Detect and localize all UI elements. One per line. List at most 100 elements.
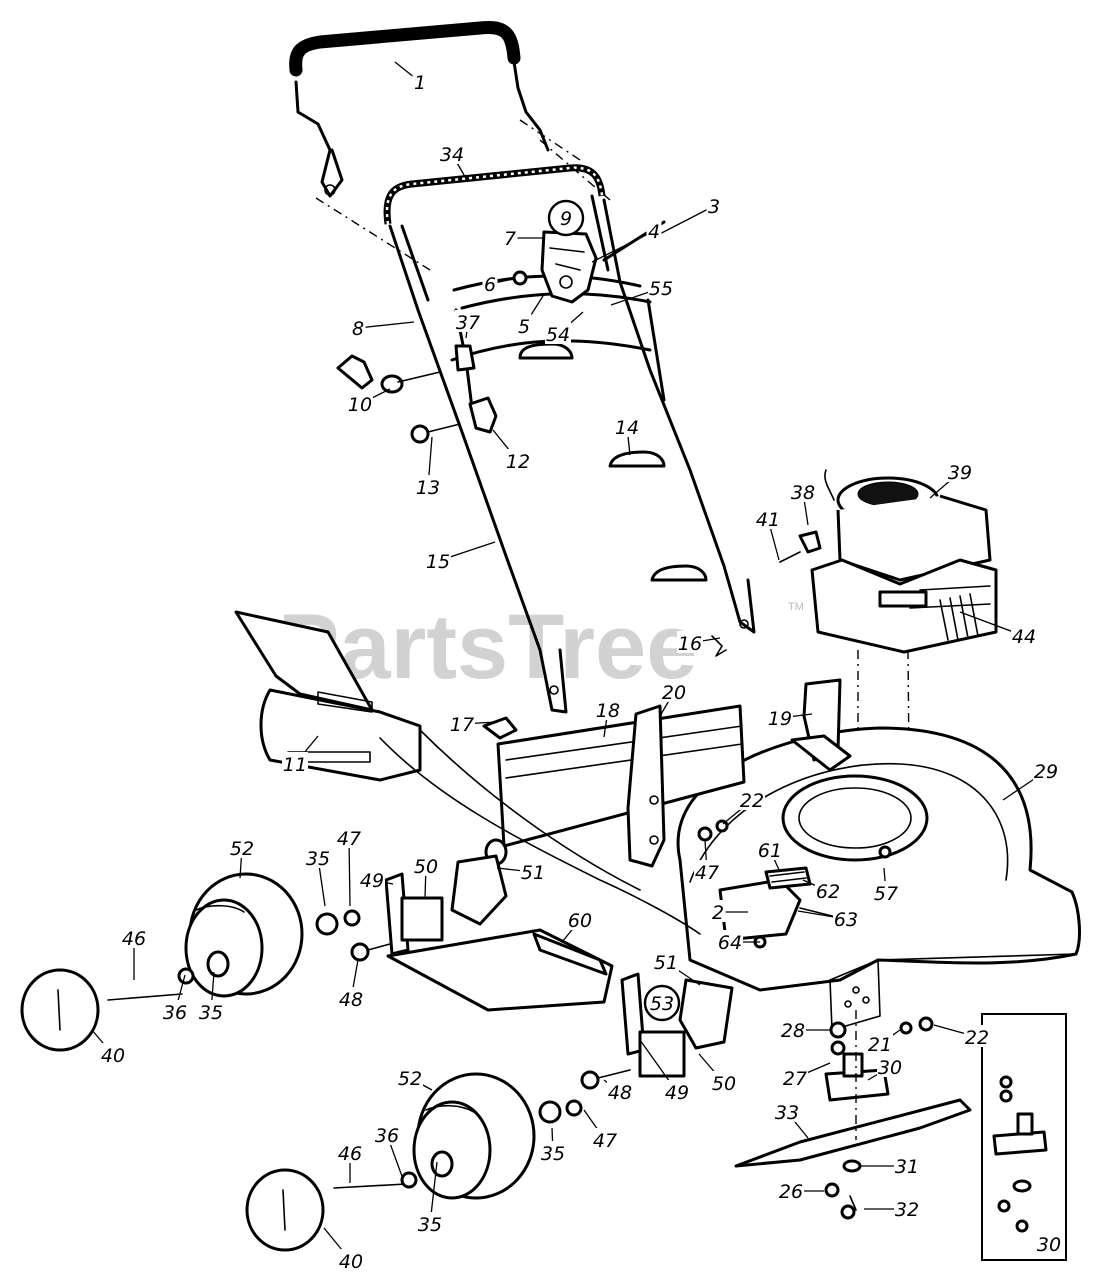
callout-label-c3: 3 (708, 196, 720, 218)
callout-bg-c26 (778, 1179, 804, 1201)
callout-label-c29: 29 (1034, 761, 1058, 783)
callout-label-c5: 5 (518, 316, 530, 338)
callout-label-c61: 61 (758, 840, 782, 862)
callout-label-c18: 18 (596, 700, 620, 722)
part-wheel-mount-left (450, 854, 508, 926)
callout-bg-c48b (607, 1080, 633, 1102)
callout-label-c49a: 49 (360, 870, 384, 892)
callout-bg-c18 (595, 698, 621, 720)
callout-bg-c28 (780, 1018, 806, 1040)
callout-label-c51a: 51 (521, 862, 545, 884)
part-rear-baffle (484, 704, 746, 868)
part-shoulder-bolt-left (107, 993, 183, 1001)
callout-label-c28: 28 (781, 1020, 805, 1042)
callout-bg-c46a (121, 926, 147, 948)
part-hairpin-16 (711, 635, 727, 657)
callout-label-c35b: 35 (199, 1002, 223, 1024)
callout-label-c44: 44 (1012, 626, 1036, 648)
callout-label-c35a: 35 (306, 848, 330, 870)
callout-leader-c47b (348, 837, 351, 907)
callout-label-c50a: 50 (414, 856, 438, 878)
callout-label-c9: 9 (560, 208, 572, 230)
callout-bg-c40b (338, 1249, 364, 1271)
callout-label-c37: 37 (456, 312, 480, 334)
callout-bg-c1 (412, 70, 428, 92)
part-hinge-17 (482, 716, 518, 740)
callout-bg-c35d (417, 1212, 443, 1234)
callout-bg-c3 (706, 194, 722, 216)
callout-bg-c36a (162, 1000, 188, 1022)
callout-label-c63: 63 (834, 909, 858, 931)
callout-label-c31: 31 (895, 1156, 919, 1178)
callout-bg-c2 (710, 900, 726, 922)
callout-bg-c31 (894, 1154, 920, 1176)
callout-label-c26: 26 (779, 1181, 803, 1203)
callout-label-c30a: 30 (878, 1057, 902, 1079)
callout-bg-c62 (815, 879, 841, 901)
callout-bg-c40a (100, 1043, 126, 1065)
part-wheel-bracket-left (400, 896, 444, 942)
callout-bg-c37 (455, 310, 481, 332)
part-hubcap-left (20, 968, 100, 1052)
callout-label-c20: 20 (662, 682, 686, 704)
part-engine (810, 469, 998, 654)
callout-label-c47a: 47 (695, 862, 719, 884)
callout-bg-c22b (964, 1025, 990, 1047)
part-screw-41 (779, 551, 801, 563)
callout-bg-c35a (305, 846, 331, 868)
part-handle-cable (383, 164, 606, 225)
callout-label-c22a: 22 (740, 790, 764, 812)
callout-label-c10: 10 (348, 394, 372, 416)
callout-label-c16: 16 (678, 633, 702, 655)
callout-bg-c35c (540, 1141, 566, 1163)
callout-label-c52b: 52 (398, 1068, 422, 1090)
callout-bg-c39 (947, 460, 973, 482)
callout-bg-c54 (545, 322, 571, 344)
callout-label-c49b: 49 (665, 1082, 689, 1104)
callout-label-c1: 1 (414, 72, 426, 94)
callout-label-c35c: 35 (541, 1143, 565, 1165)
callout-label-c41: 41 (756, 509, 780, 531)
part-cable-clip-middle (608, 450, 666, 468)
callout-bg-c36b (374, 1123, 400, 1145)
callout-bg-c32 (894, 1197, 920, 1219)
callout-bg-c19 (767, 706, 793, 728)
callout-bg-c55 (648, 276, 674, 298)
callout-bg-c51a (520, 860, 546, 882)
callout-bg-c49b (664, 1080, 690, 1102)
callout-bg-c50a (413, 854, 439, 876)
callout-bg-c7 (502, 226, 518, 248)
part-bracket-38 (798, 530, 822, 554)
callout-bg-c49a (359, 868, 385, 890)
callout-bg-c29 (1033, 759, 1059, 781)
part-wing-knob (336, 354, 374, 390)
part-wheel-mount-right (678, 978, 734, 1050)
part-nut-6 (512, 270, 528, 286)
part-rear-wheel-right (412, 1072, 536, 1200)
callout-label-c53: 53 (650, 993, 674, 1015)
part-cable-clip-upper (518, 342, 574, 360)
callout-label-c40a: 40 (101, 1045, 125, 1067)
callout-label-c54: 54 (546, 324, 570, 346)
inset-blade-adapter (981, 1013, 1067, 1261)
callout-bg-c34 (439, 142, 465, 164)
callout-bg-c35b (198, 1000, 224, 1022)
callout-label-c34: 34 (440, 144, 464, 166)
part-upper-handle (289, 20, 550, 198)
callout-bg-c46b (337, 1141, 363, 1163)
callout-bg-c63 (833, 907, 859, 929)
part-carriage-bolt (454, 344, 476, 372)
callout-bg-c38 (790, 480, 816, 502)
callout-label-c48b: 48 (608, 1082, 632, 1104)
callout-label-c38: 38 (791, 482, 815, 504)
callout-bg-c52b (397, 1066, 423, 1088)
part-wheel-bracket-right (638, 1030, 686, 1078)
callout-bg-c17 (449, 712, 475, 734)
callout-bg-c30a (877, 1055, 903, 1077)
callout-label-c64: 64 (718, 932, 742, 954)
callout-label-c62: 62 (816, 881, 840, 903)
callout-bg-c60 (567, 908, 593, 930)
callout-label-c19: 19 (768, 708, 792, 730)
